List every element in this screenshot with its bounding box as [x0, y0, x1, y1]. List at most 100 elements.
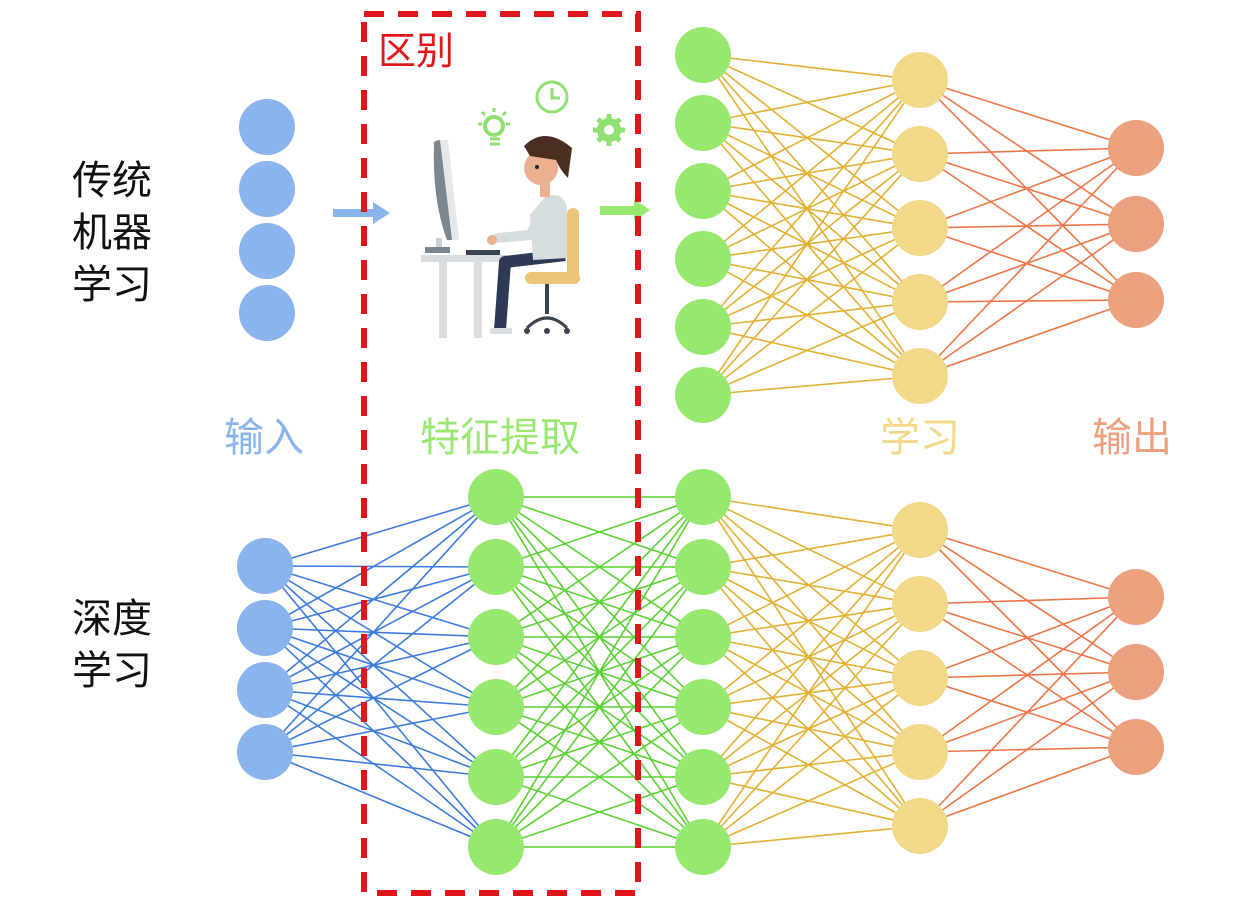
deep-input-node — [237, 538, 293, 594]
deep-edge — [919, 596, 1137, 753]
traditional-edge — [919, 147, 1137, 303]
deep-learning-node — [892, 798, 948, 854]
traditional-output-node — [1108, 120, 1164, 176]
deep-edge — [702, 677, 921, 708]
deep-edge — [702, 496, 921, 679]
traditional-edge — [919, 79, 1137, 149]
traditional-edge — [919, 147, 1137, 377]
deep-edge — [264, 689, 497, 778]
traditional-edge — [702, 79, 921, 192]
traditional-input-node — [239, 285, 295, 341]
deep-edge — [264, 565, 497, 568]
traditional-edge — [702, 227, 921, 328]
deep-edge — [702, 566, 921, 679]
deep-learning-node — [892, 724, 948, 780]
deep-edge — [264, 496, 497, 567]
deep-edge — [264, 565, 497, 708]
deep-edge — [702, 529, 921, 778]
traditional-edge — [919, 79, 1137, 225]
traditional-edge — [702, 227, 921, 396]
traditional-edge — [702, 79, 921, 124]
deep-edge — [702, 566, 921, 605]
person-at-computer-icon — [421, 80, 625, 338]
traditional-edge — [702, 122, 921, 229]
traditional-edge — [702, 54, 921, 81]
deep-edge — [495, 496, 704, 848]
deep-edge — [702, 603, 921, 778]
deep-edge — [264, 636, 497, 691]
traditional-edge — [919, 299, 1137, 303]
deep-edge — [495, 776, 704, 848]
row-label-line: 传统 — [72, 158, 152, 204]
deep-hidden2-node — [675, 469, 731, 525]
deep-edge — [702, 636, 921, 753]
deep-edge — [264, 566, 497, 629]
deep-edge — [264, 627, 497, 708]
deep-hidden1-node — [468, 539, 524, 595]
deep-edge — [264, 689, 497, 848]
deep-edge — [264, 566, 497, 753]
traditional-learning-node — [892, 348, 948, 404]
deep-edge — [702, 636, 921, 827]
deep-edge — [495, 496, 704, 708]
deep-hidden1-node — [468, 679, 524, 735]
stage-label-learning: 学习 — [880, 415, 960, 461]
deep-edge — [264, 566, 497, 691]
traditional-edge — [702, 153, 921, 328]
traditional-edge — [702, 153, 921, 260]
row-label-line: 机器 — [72, 210, 152, 256]
deep-edge — [702, 529, 921, 638]
deep-edge — [919, 596, 1137, 605]
deep-edge — [495, 566, 704, 848]
row-label-traditional-ml: 传统 机器 学习 — [72, 155, 162, 311]
deep-edge — [702, 636, 921, 679]
traditional-edge — [919, 223, 1137, 377]
deep-edge — [919, 746, 1137, 827]
traditional-edge — [702, 79, 921, 328]
network-nodes — [237, 27, 1164, 875]
traditional-edge — [702, 301, 921, 328]
deep-hidden2-node — [675, 679, 731, 735]
deep-hidden1-node — [468, 609, 524, 665]
deep-learning-node — [892, 650, 948, 706]
deep-hidden2-node — [675, 749, 731, 805]
deep-edge — [264, 689, 497, 708]
traditional-edge — [702, 54, 921, 303]
traditional-learning-node — [892, 126, 948, 182]
traditional-learning-node — [892, 274, 948, 330]
traditional-output-node — [1108, 272, 1164, 328]
stage-label-input: 输入 — [224, 415, 304, 461]
traditional-edge — [702, 153, 921, 192]
deep-edge — [702, 603, 921, 848]
traditional-edge — [702, 54, 921, 155]
deep-edge — [702, 496, 921, 827]
traditional-learning-node — [892, 52, 948, 108]
deep-edge — [702, 706, 921, 753]
traditional-feature-node — [675, 27, 731, 83]
deep-edge — [264, 565, 497, 848]
deep-edge — [495, 636, 704, 848]
deep-output-node — [1108, 569, 1164, 625]
stage-label-output: 输出 — [1092, 415, 1172, 461]
deep-edge — [702, 566, 921, 753]
traditional-output-node — [1108, 196, 1164, 252]
traditional-edge — [702, 375, 921, 396]
deep-edge — [702, 751, 921, 778]
deep-edge — [702, 496, 921, 753]
traditional-edge — [919, 153, 1137, 225]
traditional-edge — [702, 153, 921, 396]
deep-edge — [702, 825, 921, 848]
deep-output-node — [1108, 644, 1164, 700]
deep-hidden1-node — [468, 749, 524, 805]
deep-hidden2-node — [675, 609, 731, 665]
deep-edge — [264, 627, 497, 848]
traditional-feature-node — [675, 95, 731, 151]
deep-output-node — [1108, 719, 1164, 775]
traditional-feature-node — [675, 299, 731, 355]
deep-edge — [919, 596, 1137, 827]
deep-learning-node — [892, 576, 948, 632]
traditional-edge — [919, 299, 1137, 377]
deep-edge — [702, 529, 921, 708]
deep-edge — [702, 706, 921, 827]
